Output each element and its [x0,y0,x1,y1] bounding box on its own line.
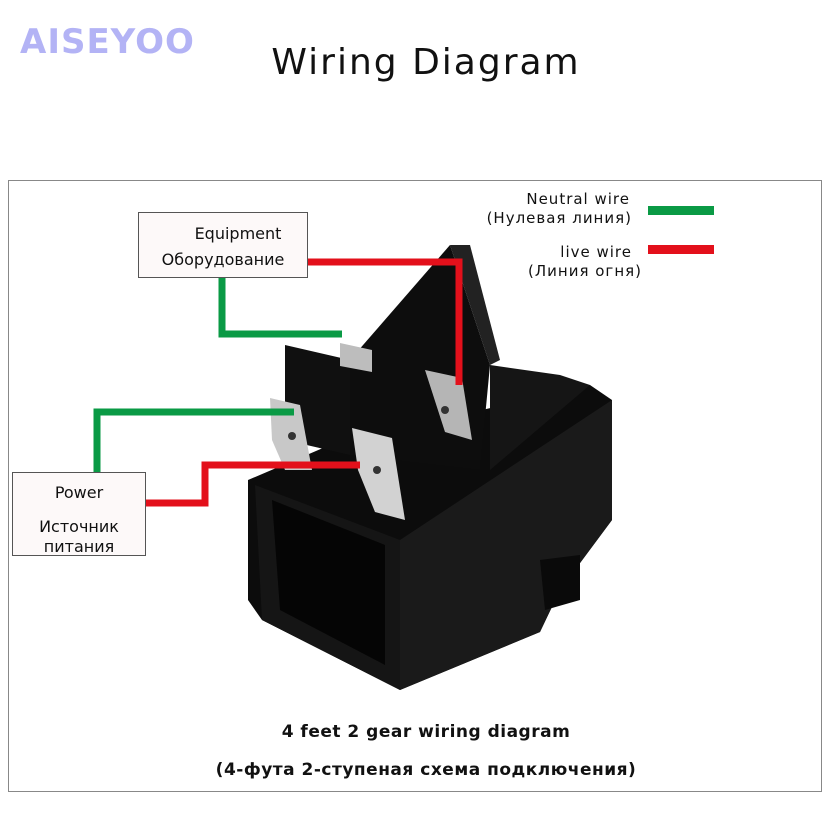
equipment-box: Equipment Оборудование [138,212,308,278]
legend-neutral-ru: (Нулевая линия) [486,209,632,227]
equipment-label-ru: Оборудование [161,250,285,269]
caption-ru: (4-фута 2-ступеная схема подключения) [215,760,637,780]
neutral-wire-power [93,408,294,472]
legend-live-swatch [648,245,714,254]
diagram-frame [8,180,822,792]
equipment-label-en: Equipment [194,224,282,243]
brand-logo: AISEYOO [20,22,195,62]
legend-neutral: Neutral wire (Нулевая линия) [440,190,632,228]
power-label-en: Power [54,483,104,502]
terminal-pins [270,343,472,520]
legend-live-ru: (Линия огня) [528,262,642,280]
live-wire-equipment [307,258,463,385]
page-title: Wiring Diagram [271,42,581,83]
live-wire-power [146,461,360,507]
power-box: Power Источник питания [12,472,146,556]
power-label-ru-1: Источник [39,517,119,536]
legend-neutral-en: Neutral wire [526,190,630,208]
power-label-ru-2: питания [43,537,115,556]
legend-neutral-swatch [648,206,714,215]
caption-en: 4 feet 2 gear wiring diagram [281,722,571,742]
legend-live-en: live wire [560,243,632,261]
neutral-wire-equipment [218,278,342,338]
legend-live: live wire (Линия огня) [440,243,642,281]
rocker-switch-illustration [248,245,612,690]
